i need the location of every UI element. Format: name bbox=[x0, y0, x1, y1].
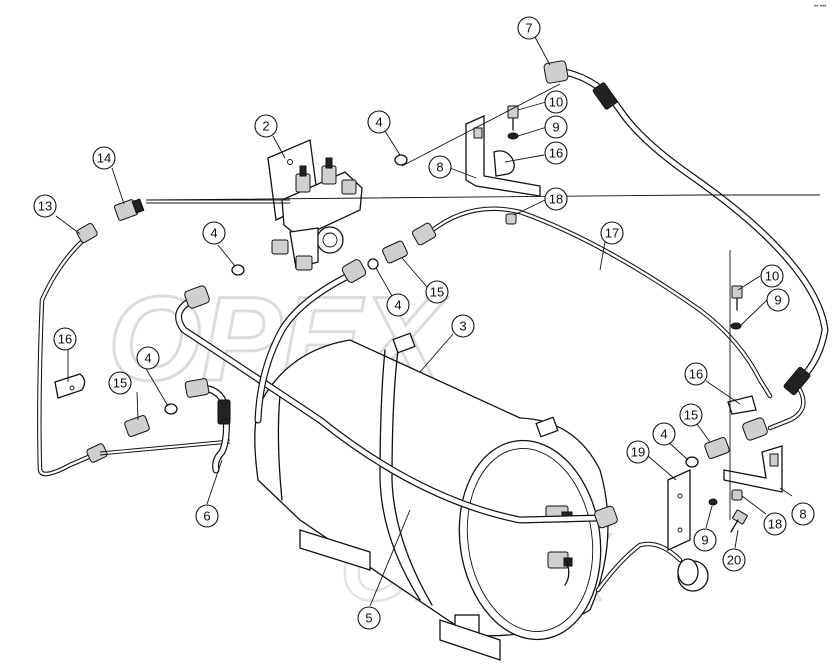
svg-text:2: 2 bbox=[262, 119, 269, 134]
callout-4: 4 bbox=[652, 422, 676, 446]
callout-4: 4 bbox=[202, 221, 226, 245]
svg-text:18: 18 bbox=[768, 517, 782, 532]
callout-10: 10 bbox=[544, 90, 568, 114]
callout-18: 18 bbox=[763, 512, 787, 536]
callout-3: 3 bbox=[451, 314, 475, 338]
callout-4: 4 bbox=[136, 346, 160, 370]
callout-9: 9 bbox=[693, 528, 717, 552]
callout-18: 18 bbox=[544, 187, 568, 211]
svg-text:4: 4 bbox=[394, 298, 401, 313]
callout-13: 13 bbox=[33, 194, 57, 218]
svg-text:14: 14 bbox=[97, 151, 111, 166]
callout-15: 15 bbox=[679, 403, 703, 427]
callout-2: 2 bbox=[254, 114, 278, 138]
callout-5: 5 bbox=[357, 606, 381, 630]
svg-text:10: 10 bbox=[549, 95, 563, 110]
callout-19: 19 bbox=[626, 440, 650, 464]
callout-15: 15 bbox=[425, 280, 449, 304]
svg-text:17: 17 bbox=[605, 226, 619, 241]
callout-16: 16 bbox=[544, 141, 568, 165]
callout-7: 7 bbox=[517, 16, 541, 40]
callout-16: 16 bbox=[53, 327, 77, 351]
svg-text:15: 15 bbox=[430, 285, 444, 300]
svg-text:8: 8 bbox=[436, 160, 443, 175]
svg-text:6: 6 bbox=[203, 509, 210, 524]
callout-10: 10 bbox=[760, 264, 784, 288]
svg-text:5: 5 bbox=[365, 611, 372, 626]
svg-text:9: 9 bbox=[774, 293, 781, 308]
svg-text:15: 15 bbox=[684, 408, 698, 423]
svg-text:16: 16 bbox=[549, 146, 563, 161]
callout-4: 4 bbox=[367, 110, 391, 134]
callout-16: 16 bbox=[684, 362, 708, 386]
callout-4: 4 bbox=[386, 293, 410, 317]
leader-lines bbox=[55, 36, 793, 607]
svg-text:4: 4 bbox=[210, 226, 217, 241]
svg-text:19: 19 bbox=[631, 445, 645, 460]
svg-text:4: 4 bbox=[660, 427, 667, 442]
svg-text:16: 16 bbox=[689, 367, 703, 382]
callout-8: 8 bbox=[791, 502, 815, 526]
pressure-valve bbox=[267, 139, 363, 271]
callout-20: 20 bbox=[722, 548, 746, 572]
svg-text:3: 3 bbox=[459, 319, 466, 334]
air-tank bbox=[254, 332, 609, 661]
callout-15: 15 bbox=[108, 371, 132, 395]
callout-9: 9 bbox=[544, 115, 568, 139]
callout-9: 9 bbox=[766, 288, 790, 312]
svg-text:9: 9 bbox=[701, 533, 708, 548]
svg-text:20: 20 bbox=[727, 553, 741, 568]
svg-text:16: 16 bbox=[58, 332, 72, 347]
svg-text:7: 7 bbox=[525, 21, 532, 36]
svg-text:4: 4 bbox=[375, 115, 382, 130]
svg-text:15: 15 bbox=[113, 376, 127, 391]
svg-text:9: 9 bbox=[552, 120, 559, 135]
callout-6: 6 bbox=[195, 504, 219, 528]
callout-17: 17 bbox=[600, 221, 624, 245]
callout-14: 14 bbox=[92, 146, 116, 170]
corner-mark: •• ••• bbox=[814, 4, 826, 10]
callout-8: 8 bbox=[428, 155, 452, 179]
svg-text:4: 4 bbox=[144, 351, 151, 366]
svg-text:10: 10 bbox=[765, 269, 779, 284]
svg-text:18: 18 bbox=[549, 192, 563, 207]
svg-text:8: 8 bbox=[799, 507, 806, 522]
svg-text:13: 13 bbox=[38, 199, 52, 214]
